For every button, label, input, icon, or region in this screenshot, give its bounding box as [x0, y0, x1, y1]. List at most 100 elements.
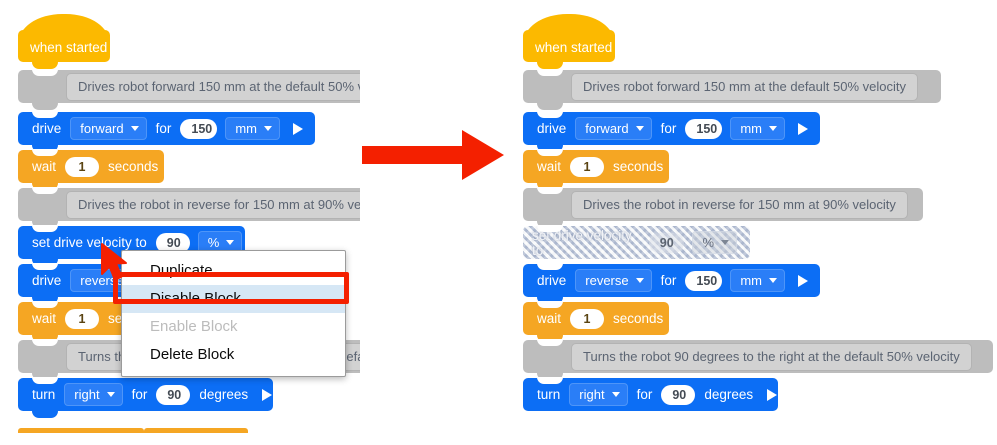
direction-dropdown[interactable]: reverse — [575, 269, 652, 292]
chevron-down-icon — [130, 126, 139, 131]
wait-keyword: wait — [537, 159, 562, 174]
direction-value: reverse — [585, 273, 629, 288]
seconds-label: seconds — [613, 311, 664, 326]
arrow-pointer-icon — [101, 243, 127, 281]
velocity-unit-dropdown[interactable]: % — [692, 231, 737, 254]
velocity-unit-value: % — [207, 235, 220, 250]
comment-text: Drives robot forward 150 mm at the defau… — [66, 72, 360, 101]
play-icon[interactable] — [293, 122, 303, 135]
block-context-menu[interactable]: Duplicate Disable Block Enable Block Del… — [121, 250, 346, 377]
when-started-label: when started — [30, 40, 108, 55]
chevron-down-icon — [611, 392, 620, 397]
comment-block[interactable]: Drives the robot in reverse for 150 mm a… — [18, 187, 360, 228]
menu-item-delete-block[interactable]: Delete Block — [150, 346, 235, 363]
menu-item-disable-block[interactable]: Disable Block — [122, 285, 345, 313]
degrees-label: degrees — [704, 387, 754, 402]
drive-forward-block[interactable]: drive forward for 150 mm — [18, 111, 315, 152]
chevron-down-icon — [226, 240, 235, 245]
comment-text: Turns the robot 90 degrees to the right … — [571, 342, 972, 371]
unit-dropdown[interactable]: mm — [225, 117, 280, 140]
set-drive-velocity-block[interactable]: set drive velocity to 90 % — [18, 225, 245, 266]
distance-input[interactable]: 150 — [180, 118, 218, 139]
turn-keyword: turn — [537, 387, 561, 402]
for-label: for — [131, 387, 148, 402]
for-label: for — [660, 121, 677, 136]
direction-dropdown[interactable]: forward — [575, 117, 652, 140]
wait-block[interactable]: wait 1 seconds — [523, 149, 669, 190]
velocity-input[interactable]: 90 — [155, 232, 190, 253]
turn-amount-input[interactable]: 90 — [661, 384, 696, 405]
menu-item-enable-block: Enable Block — [150, 318, 238, 335]
drive-keyword: drive — [537, 121, 567, 136]
unit-value: mm — [740, 121, 762, 136]
after-workspace: when started Drives robot forward 150 mm… — [505, 0, 997, 445]
velocity-input[interactable]: 90 — [648, 232, 685, 253]
direction-dropdown[interactable]: forward — [70, 117, 147, 140]
comment-text: Drives robot forward 150 mm at the defau… — [571, 72, 918, 101]
comment-block[interactable]: Drives robot forward 150 mm at the defau… — [18, 69, 360, 110]
comment-block[interactable]: Turns the robot 90 degrees to the right … — [523, 339, 993, 380]
wait-block[interactable]: wait 1 seconds — [18, 149, 164, 190]
clipped-block-sliver — [18, 428, 144, 433]
distance-input[interactable]: 150 — [685, 118, 723, 139]
unit-value: mm — [235, 121, 257, 136]
wait-keyword: wait — [537, 311, 562, 326]
comment-text: Drives the robot in reverse for 150 mm a… — [66, 190, 360, 219]
for-label: for — [155, 121, 172, 136]
set-velocity-prefix: set drive velocity to — [32, 235, 147, 250]
turn-direction-value: right — [74, 387, 100, 402]
clipped-block-sliver — [144, 428, 248, 433]
unit-value: mm — [740, 273, 762, 288]
chevron-down-icon — [635, 278, 644, 283]
seconds-label: seconds — [613, 159, 664, 174]
drive-keyword: drive — [32, 273, 62, 288]
right-arrow-icon — [362, 130, 504, 180]
wait-keyword: wait — [32, 311, 57, 326]
play-icon[interactable] — [798, 122, 808, 135]
when-started-label: when started — [535, 40, 613, 55]
comment-text: Drives the robot in reverse for 150 mm a… — [571, 190, 908, 219]
chevron-down-icon — [264, 126, 272, 131]
chevron-down-icon — [769, 126, 777, 131]
drive-keyword: drive — [537, 273, 567, 288]
drive-reverse-block[interactable]: drive reverse for 150 mm — [523, 263, 820, 304]
wait-seconds-input[interactable]: 1 — [570, 156, 605, 177]
drive-forward-block[interactable]: drive forward for 150 mm — [523, 111, 820, 152]
for-label: for — [660, 273, 677, 288]
velocity-unit-value: % — [702, 235, 714, 250]
chevron-down-icon — [635, 126, 644, 131]
wait-seconds-input[interactable]: 1 — [65, 308, 100, 329]
play-icon[interactable] — [262, 388, 273, 401]
turn-direction-dropdown[interactable]: right — [64, 383, 123, 406]
set-drive-velocity-block-disabled[interactable]: set drive velocity to 90 % — [523, 225, 750, 259]
wait-seconds-input[interactable]: 1 — [570, 308, 605, 329]
wait-keyword: wait — [32, 159, 57, 174]
comment-block[interactable]: Drives the robot in reverse for 150 mm a… — [523, 187, 923, 228]
unit-dropdown[interactable]: mm — [730, 117, 785, 140]
for-label: for — [636, 387, 653, 402]
direction-value: forward — [80, 121, 124, 136]
turn-amount-input[interactable]: 90 — [156, 384, 191, 405]
comment-block[interactable]: Drives robot forward 150 mm at the defau… — [523, 69, 941, 110]
distance-input[interactable]: 150 — [685, 270, 723, 291]
turn-right-block[interactable]: turn right for 90 degrees — [18, 377, 273, 418]
turn-right-block[interactable]: turn right for 90 degrees — [523, 377, 778, 411]
before-workspace: when started Drives robot forward 150 mm… — [0, 0, 360, 445]
menu-item-duplicate[interactable]: Duplicate — [150, 262, 213, 279]
chevron-down-icon — [721, 240, 729, 245]
turn-direction-dropdown[interactable]: right — [569, 383, 628, 406]
turn-keyword: turn — [32, 387, 56, 402]
set-velocity-prefix: set drive velocity to — [532, 227, 632, 258]
when-started-hat-block[interactable]: when started — [523, 14, 615, 69]
unit-dropdown[interactable]: mm — [730, 269, 785, 292]
when-started-hat-block[interactable]: when started — [18, 14, 110, 69]
chevron-down-icon — [106, 392, 115, 397]
play-icon[interactable] — [798, 274, 808, 287]
chevron-down-icon — [769, 278, 777, 283]
degrees-label: degrees — [199, 387, 249, 402]
wait-seconds-input[interactable]: 1 — [65, 156, 100, 177]
play-icon[interactable] — [767, 388, 778, 401]
seconds-label: seconds — [108, 159, 159, 174]
wait-block[interactable]: wait 1 seconds — [523, 301, 669, 342]
